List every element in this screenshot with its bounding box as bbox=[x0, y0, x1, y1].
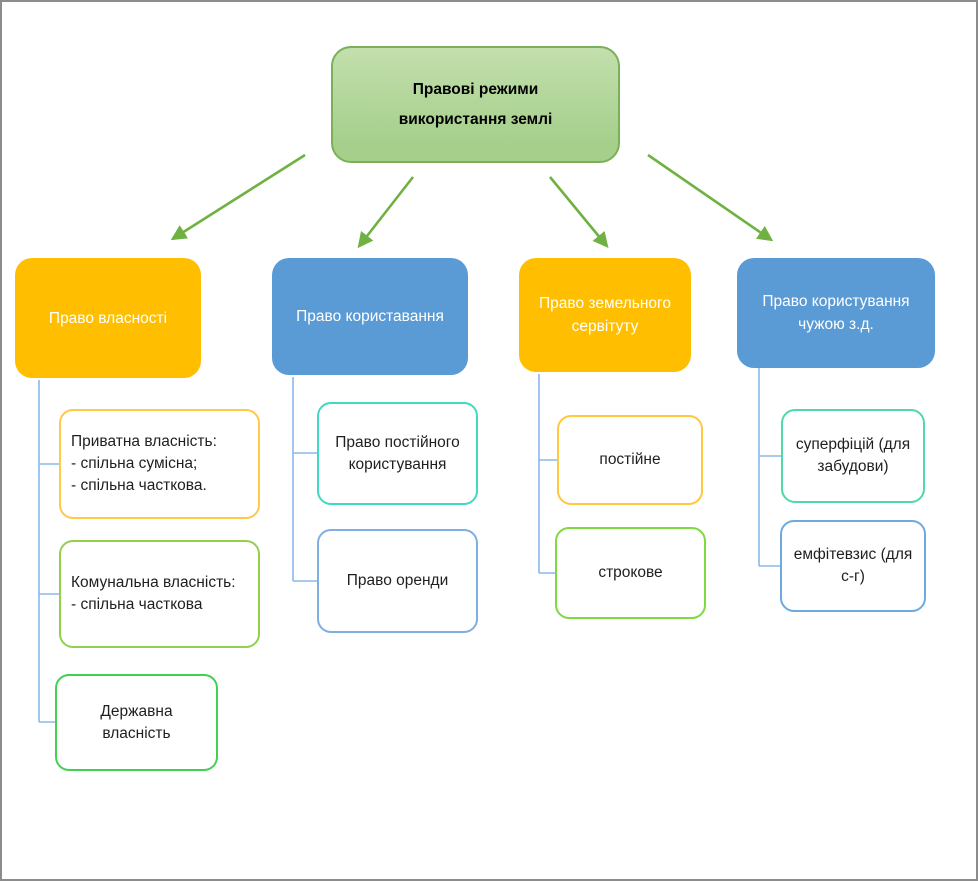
child-permanent-use: Право постійного користування bbox=[317, 402, 478, 505]
branch-use: Право користавання bbox=[272, 258, 468, 375]
child-state-ownership: Державна власність bbox=[55, 674, 218, 771]
child-permanent-servitude: постійне bbox=[557, 415, 703, 505]
connector-servitude bbox=[538, 374, 557, 574]
child-temporary-servitude: строкове bbox=[555, 527, 706, 619]
root-node: Правові режими використання землі bbox=[331, 46, 620, 163]
branch-foreign-land-use: Право користування чужою з.д. bbox=[737, 258, 935, 368]
arrow-to-ownership-icon bbox=[170, 153, 306, 241]
child-superficies: суперфіцій (для забудови) bbox=[781, 409, 925, 503]
arrow-to-foreign-land-icon bbox=[647, 153, 774, 242]
arrow-to-servitude-icon bbox=[548, 176, 609, 249]
child-communal-ownership: Комунальна власність: - спільна часткова bbox=[59, 540, 260, 648]
connector-use bbox=[292, 377, 317, 582]
child-emphyteusis: емфітевзис (для с-г) bbox=[780, 520, 926, 612]
branch-servitude: Право земельного сервітуту bbox=[519, 258, 691, 372]
child-private-ownership: Приватна власність: - спільна сумісна; -… bbox=[59, 409, 260, 519]
connector-foreign-land bbox=[758, 368, 781, 567]
child-lease: Право оренди bbox=[317, 529, 478, 633]
branch-ownership: Право власності bbox=[15, 258, 201, 378]
connector-ownership bbox=[38, 380, 59, 723]
arrow-to-use-icon bbox=[357, 176, 415, 249]
